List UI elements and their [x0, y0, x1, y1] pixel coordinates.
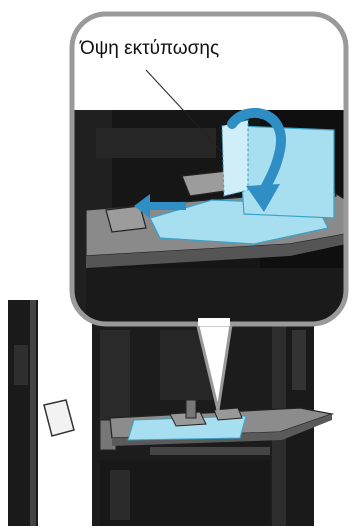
print-side-label: Όψη εκτύπωσης [80, 38, 219, 60]
printer-body [8, 300, 332, 526]
